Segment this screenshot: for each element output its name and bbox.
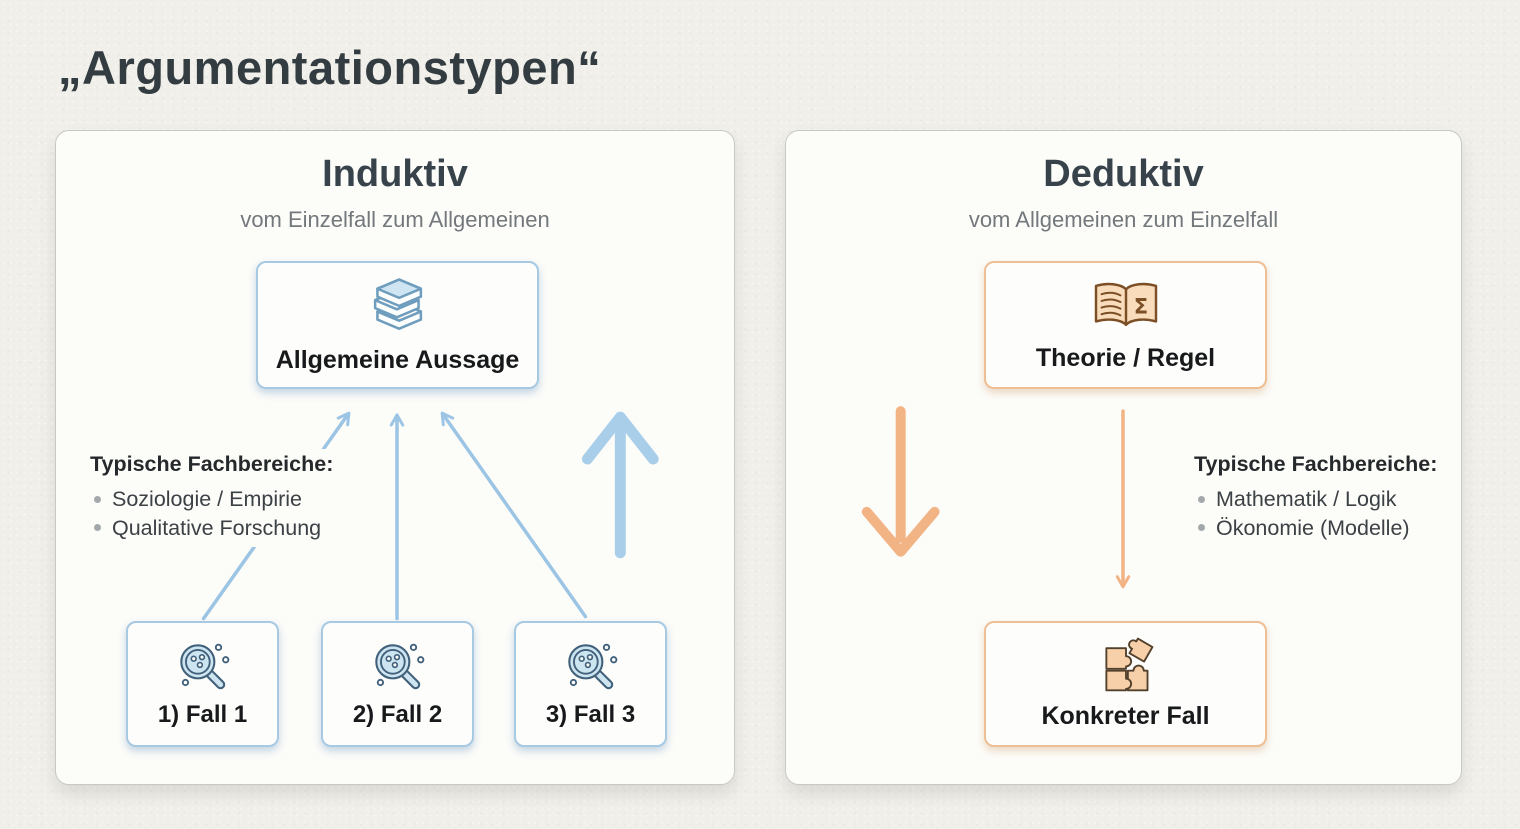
magnifier-specimen-icon: [179, 643, 229, 689]
premise-label: Theorie / Regel: [1035, 344, 1216, 372]
allgemeine-aussage-box: Allgemeine Aussage: [256, 261, 539, 389]
fields-item-label: Ökonomie (Modelle): [1216, 515, 1410, 540]
fields-list: Soziologie / Empirie Qualitative Forschu…: [90, 485, 333, 542]
deductive-title: Deduktiv: [1043, 153, 1204, 195]
fields-item-label: Soziologie / Empirie: [112, 487, 303, 511]
fields-list: Mathematik / Logik Ökonomie (Modelle): [1194, 485, 1437, 542]
fields-item: Qualitative Forschung: [94, 514, 333, 543]
fields-item: Soziologie / Empirie: [94, 485, 333, 514]
case-label: 3) Fall 3: [545, 700, 636, 728]
deductive-arrows-layer: [861, 406, 1131, 589]
bullet-icon: [1198, 495, 1205, 503]
fields-item: Mathematik / Logik: [1198, 485, 1437, 514]
inductive-fields: Typische Fachbereiche: Soziologie / Empi…: [84, 449, 344, 548]
inductive-subtitle: vom Einzelfall zum Allgemeinen: [240, 207, 550, 232]
fall-1-box: 1) Fall 1: [126, 621, 279, 747]
svg-text:Σ: Σ: [1133, 294, 1147, 319]
fields-heading: Typische Fachbereiche:: [1194, 452, 1438, 476]
deductive-panel: Deduktiv vom Allgemeinen zum Einzelfall …: [785, 130, 1462, 785]
conclusion-label: Allgemeine Aussage: [275, 346, 520, 374]
puzzle-pieces-icon: [1104, 637, 1153, 692]
deductive-subtitle: vom Allgemeinen zum Einzelfall: [968, 207, 1279, 232]
bullet-icon: [94, 524, 101, 532]
inductive-title: Induktiv: [322, 153, 468, 195]
induction-direction-up-arrow: [581, 411, 659, 559]
bullet-icon: [94, 495, 101, 503]
case-label: 2) Fall 2: [352, 700, 443, 728]
bullet-icon: [1198, 524, 1205, 532]
fields-heading: Typische Fachbereiche:: [90, 452, 334, 476]
inductive-panel: Induktiv vom Einzelfall zum Allgemeinen: [55, 130, 735, 785]
open-book-sigma-icon: Σ: [1094, 282, 1157, 326]
deduction-direction-down-arrow: [861, 406, 940, 557]
deductive-fields: Typische Fachbereiche: Mathematik / Logi…: [1188, 449, 1448, 548]
fall-3-box: 3) Fall 3: [514, 621, 667, 747]
concrete-label: Konkreter Fall: [1041, 702, 1210, 730]
konkreter-fall-box: Konkreter Fall: [984, 621, 1267, 747]
page-title: „Argumentationstypen“: [58, 41, 602, 94]
magnifier-specimen-icon: [374, 643, 424, 689]
books-stack-icon: [373, 278, 422, 330]
arrow-fall3-to-conclusion: [440, 411, 588, 619]
fields-item-label: Qualitative Forschung: [112, 515, 322, 540]
fall-2-box: 2) Fall 2: [321, 621, 474, 747]
magnifier-specimen-icon: [567, 643, 617, 689]
fields-item: Ökonomie (Modelle): [1198, 514, 1437, 543]
fields-item-label: Mathematik / Logik: [1216, 487, 1397, 511]
case-label: 1) Fall 1: [157, 700, 248, 728]
theorie-regel-box: Σ Theorie / Regel: [984, 261, 1267, 389]
